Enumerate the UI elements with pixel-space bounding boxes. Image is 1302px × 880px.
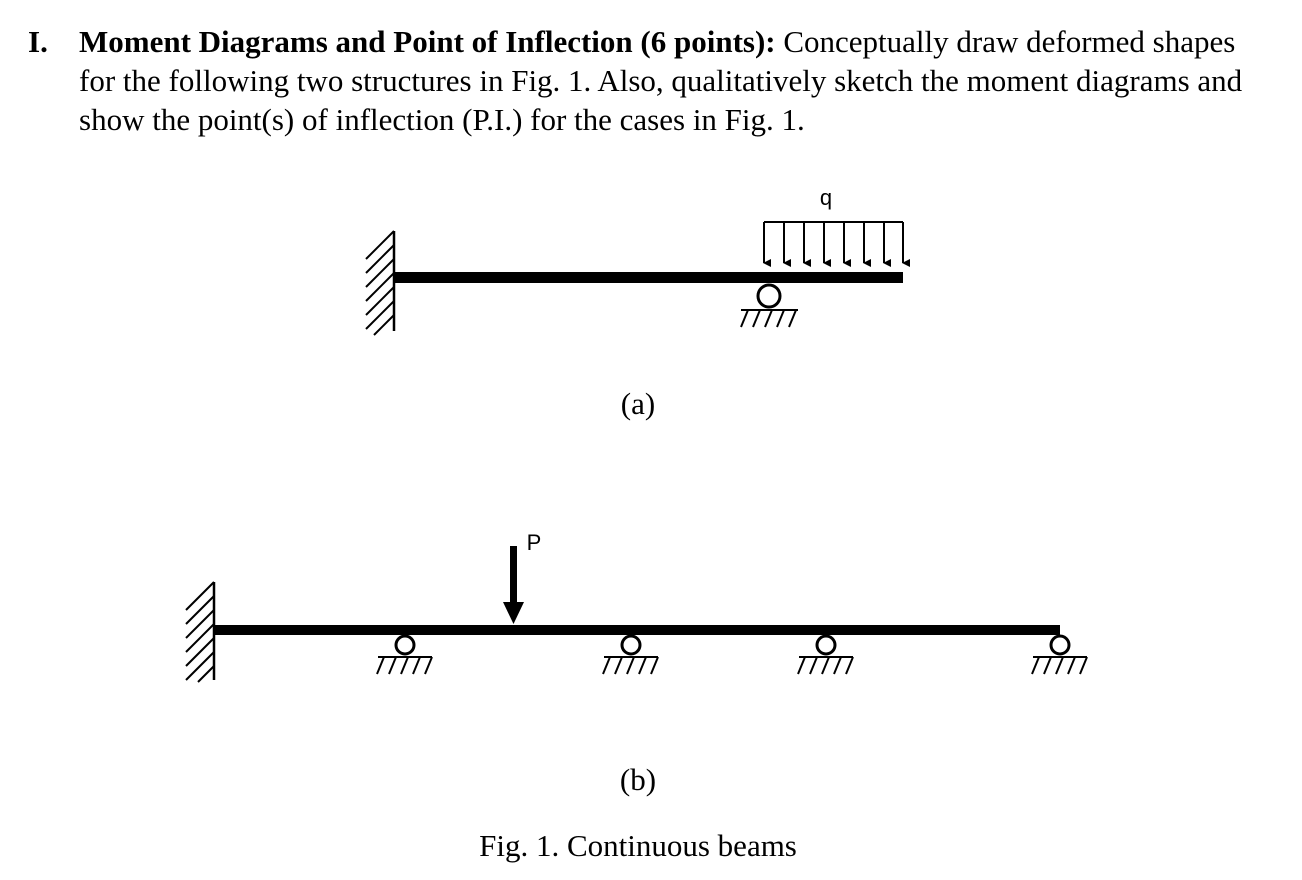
roller-support-a (740, 283, 798, 328)
load-label-p: P (527, 530, 542, 555)
roller-support-b3 (797, 634, 854, 675)
load-label-q: q (820, 185, 832, 210)
roller-support-b2 (602, 634, 659, 675)
beam-a (394, 272, 903, 283)
distributed-load-q (763, 221, 910, 267)
fixed-wall-support-b (185, 581, 216, 683)
part-b-label: (b) (620, 762, 656, 797)
beam-a-group: q (a) (365, 185, 910, 421)
roller-support-b4 (1031, 634, 1088, 675)
point-load-arrow (503, 546, 524, 624)
beam-b (214, 625, 1060, 635)
beam-b-group: P (b) (185, 530, 1088, 797)
fixed-wall-support-a (365, 230, 396, 336)
problem-heading: Moment Diagrams and Point of Inflection … (79, 24, 776, 59)
problem-body: Moment Diagrams and Point of Inflection … (79, 22, 1268, 139)
part-a-label: (a) (621, 386, 655, 421)
figure-caption: Fig. 1. Continuous beams (479, 828, 797, 863)
roller-support-b1 (376, 634, 433, 675)
problem-statement: I. Moment Diagrams and Point of Inflecti… (28, 22, 1268, 139)
problem-text: Conceptually draw deformed shapes for th… (79, 24, 1243, 137)
problem-numeral: I. (28, 24, 48, 59)
